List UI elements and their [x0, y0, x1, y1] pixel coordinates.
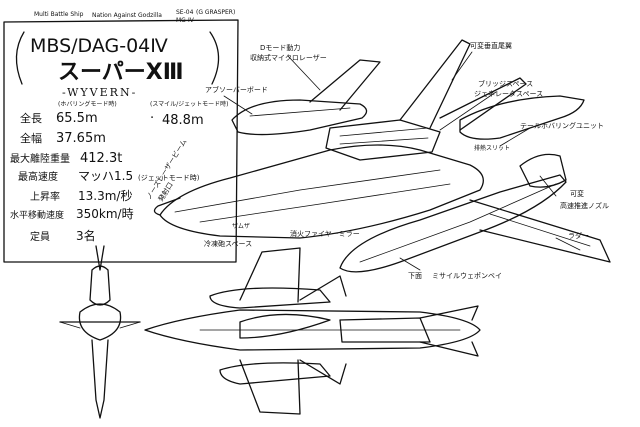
- fuselage-panel-line: [174, 169, 441, 213]
- top-upper-pod: [209, 287, 331, 309]
- speed-value: マッハ1.5: [78, 169, 133, 183]
- ann-d-mode-2: 収納式マイクロレーザー: [250, 53, 327, 62]
- rear-upper-pod: [459, 95, 585, 140]
- title-bracket-left: [15, 31, 25, 85]
- hmove-label: 水平移動速度: [10, 209, 64, 221]
- spec-box-outline: [3, 19, 239, 263]
- ann-missile: ミサイルウェポンベイ: [432, 272, 502, 280]
- upper-pod-line: [249, 107, 351, 117]
- width-label: 全幅: [20, 131, 42, 145]
- front-lower-fin: [91, 339, 109, 419]
- ann-bridge: ブリッジスペース: [478, 79, 533, 88]
- top-upper-fin: [299, 275, 347, 301]
- mode-note-hover: (ホバリングモード時): [58, 100, 117, 108]
- fuselage-panel-line-2: [199, 183, 451, 223]
- top-lower-fin: [299, 359, 347, 385]
- note-se04: SE-04: [176, 9, 194, 16]
- main-fuselage: [159, 144, 484, 239]
- weight-label: 最大離陸重量: [10, 152, 70, 165]
- spec-panel: Multi Battle Ship Nation Against Godzill…: [3, 9, 239, 263]
- mode-note-jet: (スマイル/ジェットモード時): [150, 100, 229, 108]
- weight-value: 412.3t: [80, 151, 122, 166]
- leader-board: [223, 95, 253, 115]
- ann-firefighter: 消火ファイヤーミラー: [290, 229, 360, 238]
- ann-radar: ザムザ: [232, 223, 250, 230]
- vertical-tail: [399, 39, 471, 129]
- right-wing-line: [489, 213, 591, 247]
- climb-value: 13.3m/秒: [78, 189, 132, 203]
- ann-board: アブソーバーボード: [205, 85, 268, 94]
- leader-nozzle: [539, 175, 557, 197]
- top-main-hull: [144, 309, 481, 351]
- right-wing: [469, 199, 611, 263]
- note-multi-battle-ship: Multi Battle Ship: [34, 11, 84, 18]
- top-mid-block: [339, 317, 431, 343]
- hmove-value: 350km/時: [76, 207, 134, 221]
- model-subtitle: -WYVERN-: [62, 86, 137, 99]
- length-value-jet: 48.8m: [162, 113, 204, 128]
- top-lower-wing: [239, 359, 301, 415]
- front-body: [78, 303, 122, 341]
- top-canopy: [239, 313, 331, 339]
- crew-label: 定員: [30, 230, 50, 243]
- leader-bridge: [439, 91, 497, 131]
- leader-vertical-tail: [451, 51, 473, 81]
- front-view: [59, 245, 141, 419]
- lower-pod-line: [359, 183, 557, 263]
- perspective-view: [153, 39, 611, 273]
- ann-tail-hover: テールホバリングユニット: [520, 121, 604, 130]
- note-mg4: MG-IV: [176, 17, 195, 24]
- top-upper-wing: [239, 247, 301, 303]
- vertical-tail-2: [439, 77, 527, 131]
- title-bracket-right: [209, 31, 220, 85]
- nose-cone: [153, 197, 181, 216]
- leader-tail-hover: [499, 127, 531, 147]
- front-top-pod: [89, 265, 111, 306]
- ann-slit: 排熱スリット: [474, 144, 510, 152]
- ann-variable: 可変: [570, 189, 584, 198]
- length-value-hover: 65.5m: [56, 111, 98, 126]
- top-tail-upper: [419, 305, 479, 321]
- bridge-lines: [339, 127, 429, 145]
- leader-missile: [399, 257, 421, 271]
- ann-nozzle: 高速推進ノズル: [560, 201, 609, 210]
- leader-rudder: [555, 237, 581, 251]
- upper-fin-left: [309, 59, 381, 111]
- speed-note: (ジェットモード時): [138, 174, 200, 182]
- top-view: [144, 247, 481, 415]
- note-nation-against: Nation Against Godzilla: [92, 12, 162, 19]
- top-tail-lower: [419, 341, 479, 357]
- ann-bridge-2: ジェネレータスペース: [474, 89, 543, 98]
- bridge-block: [325, 119, 441, 161]
- top-lower-pod: [219, 362, 331, 385]
- front-wing-struts: [59, 321, 141, 329]
- upper-pod: [231, 99, 368, 136]
- model-code: MBS/DAG-04Ⅳ: [30, 35, 168, 57]
- lower-right-pod: [339, 174, 567, 273]
- crew-value: 3名: [76, 228, 96, 243]
- ann-vertical-tail: 可変垂直尾翼: [470, 41, 512, 50]
- width-value: 37.65m: [56, 131, 106, 146]
- model-name: スーパーXⅢ: [58, 60, 184, 85]
- ann-d-mode: Dモード動力: [260, 43, 300, 52]
- ann-freezer: 冷凍砲スペース: [204, 239, 252, 248]
- length-label: 全長: [20, 111, 42, 125]
- ann-rudder: ラダー: [568, 231, 589, 240]
- ann-lower: 下面: [408, 272, 422, 280]
- speed-label: 最高速度: [18, 170, 58, 183]
- climb-label: 上昇率: [30, 190, 60, 203]
- note-grasper: (G GRASPER): [196, 9, 235, 16]
- front-antenna: [95, 245, 105, 271]
- length-separator: ·: [150, 111, 154, 126]
- tail-engine: [519, 153, 567, 188]
- leader-d-mode: [287, 55, 321, 91]
